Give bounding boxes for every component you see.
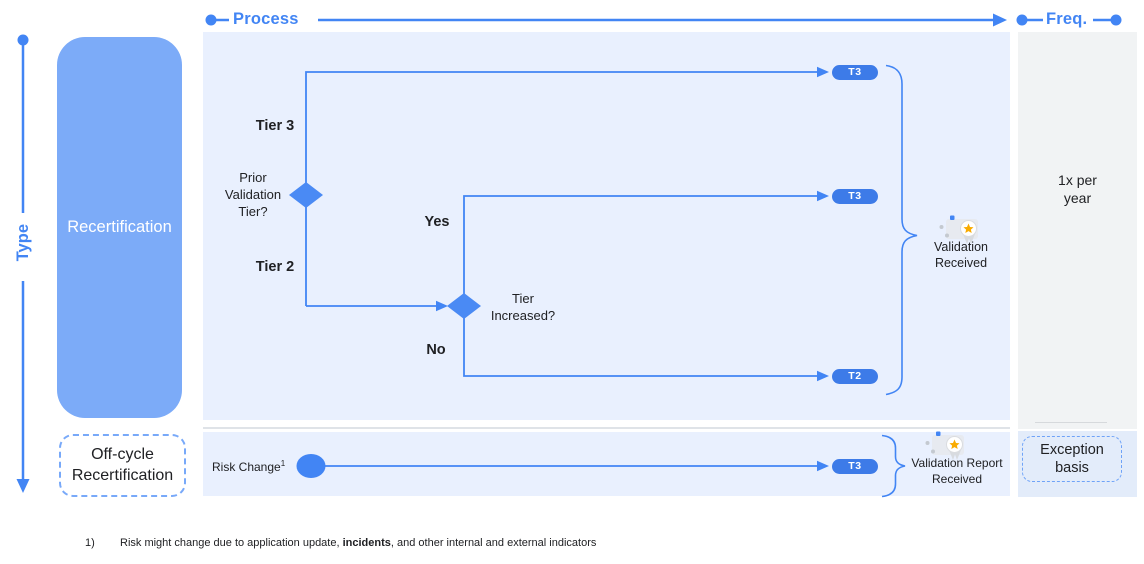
tier3-result-badge: T3 (832, 64, 878, 80)
recertification-row-box: Recertification (57, 37, 182, 418)
yes-branch-label: Yes (424, 214, 450, 230)
type-axis-label: Type (13, 224, 32, 262)
risk-change-label-wrap: Risk Change1 (212, 459, 285, 474)
footnote-marker: 1) (85, 537, 95, 549)
type-axis-arrowhead (16, 479, 30, 493)
risk-change-label: Risk Change (212, 460, 281, 474)
footnote-text-post: , and other internal and external indica… (390, 537, 597, 549)
process-axis-start-dot (205, 14, 217, 26)
process-axis-label: Process (233, 10, 299, 28)
tier3-branch-label: Tier 3 (255, 118, 295, 134)
validation-report-received-label: Validation Report Received (911, 456, 1003, 486)
offcycle-lane-panel (203, 432, 1010, 496)
decision-prior-tier-label: Prior Validation Tier? (224, 170, 282, 219)
freq-axis-right-dot (1110, 14, 1122, 26)
no-branch-label: No (426, 342, 446, 358)
exception-basis-box: Exception basis (1022, 436, 1122, 482)
decision-tier-increased-label: Tier Increased? (490, 291, 556, 323)
offcycle-row-box: Off-cycle Recertification (59, 434, 186, 497)
offcycle-tier3-result-badge: T3 (832, 458, 878, 474)
footnote-text: Risk might change due to application upd… (120, 537, 596, 549)
type-axis-label-wrap: Type (5, 203, 41, 283)
footnote-text-bold: incidents (342, 537, 391, 549)
footnote-text-pre: Risk might change due to application upd… (120, 537, 343, 549)
freq-axis-left-dot (1016, 14, 1028, 26)
frequency-annual-label: 1x per year (1058, 172, 1097, 207)
validation-received-label: Validation Received (934, 240, 988, 271)
tier2-result-badge: T2 (832, 368, 878, 384)
type-axis-start-dot (17, 34, 29, 46)
frequency-column-panel (1018, 32, 1137, 429)
freq-axis-label: Freq. (1046, 10, 1088, 28)
tier3-yes-result-badge: T3 (832, 188, 878, 204)
process-axis (205, 13, 1007, 27)
tier2-branch-label: Tier 2 (255, 259, 295, 275)
process-axis-arrowhead (993, 13, 1007, 27)
risk-change-footnote-ref: 1 (280, 459, 286, 468)
row-divider (203, 427, 1010, 429)
frequency-column-divider (1035, 422, 1107, 423)
process-lane-panel (203, 32, 1010, 420)
